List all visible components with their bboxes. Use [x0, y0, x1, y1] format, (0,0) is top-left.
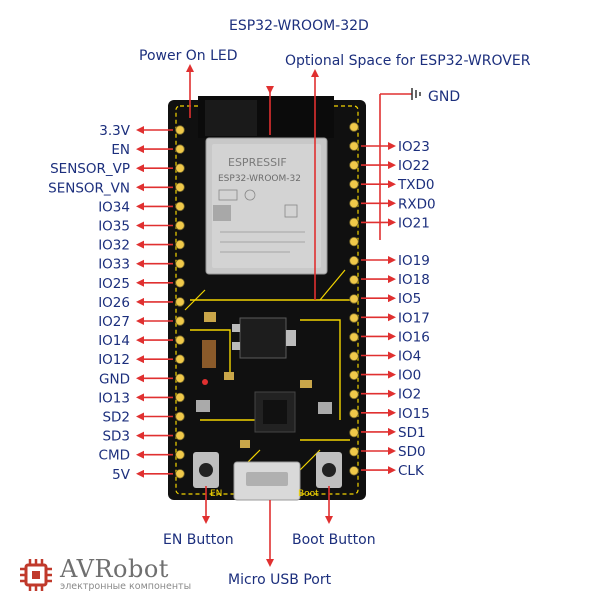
right-pin-header [349, 122, 359, 476]
micro-usb-callout: Micro USB Port [228, 572, 332, 588]
logo-name: AVRobot [60, 555, 169, 583]
left-pin-pad [175, 220, 185, 231]
right-pin-label: IO16 [398, 329, 430, 345]
right-pin-label: IO21 [398, 215, 430, 231]
boot-silk-label: Boot [298, 489, 319, 499]
right-pin-label: IO17 [398, 310, 430, 326]
left-pin-pad [175, 163, 185, 173]
en-button-callout: EN Button [163, 532, 234, 548]
left-pin-label: SENSOR_VP [50, 161, 130, 177]
left-pin-pad [175, 125, 185, 135]
avrobot-logo: AVRobot электронные компоненты [18, 555, 238, 595]
right-pin-pad [349, 256, 359, 266]
right-pin-label: IO2 [398, 387, 421, 403]
right-pin-pad [349, 122, 359, 132]
right-pin-label: IO0 [398, 368, 421, 384]
right-pin-pad [349, 332, 359, 342]
gnd-callout: GND [428, 89, 460, 105]
module-brand: ESPRESSIF [228, 156, 287, 169]
left-pin-label: IO13 [98, 390, 130, 406]
left-pin-pad [175, 259, 185, 269]
left-pin-pad [175, 144, 185, 154]
right-pin-pad [349, 313, 359, 323]
left-pin-label: CMD [99, 448, 130, 464]
right-pin-pad [349, 427, 359, 438]
left-pin-pad [175, 239, 185, 250]
right-pin-pad [349, 370, 359, 381]
left-pin-label: IO32 [98, 238, 130, 254]
right-pin-pad [349, 198, 359, 209]
right-pin-label: TXD0 [397, 177, 434, 193]
left-pin-pad [175, 335, 185, 345]
right-pin-label: IO5 [398, 291, 421, 307]
optional-space-callout: Optional Space for ESP32-WROVER [285, 53, 531, 69]
right-pin-pad [349, 389, 359, 400]
board-components: EN Boot [193, 312, 342, 501]
right-pin-pad [349, 466, 359, 476]
left-pin-label: IO34 [98, 199, 130, 215]
right-pin-label: IO15 [398, 406, 430, 422]
right-pin-pad [349, 160, 359, 170]
chip-logo-icon [20, 559, 52, 591]
left-pin-pad [175, 469, 185, 479]
left-pin-label: SENSOR_VN [48, 180, 130, 196]
callout-arrows [186, 64, 421, 567]
en-silk-label: EN [210, 489, 222, 499]
esp32-module: ESPRESSIF ESP32-WROOM-32 [198, 96, 334, 275]
left-pin-label: 5V [112, 467, 131, 483]
left-pin-label: IO25 [98, 276, 130, 292]
boot-button-callout: Boot Button [292, 532, 376, 548]
right-pin-label: RXD0 [398, 196, 436, 212]
left-pin-pad [175, 182, 185, 193]
left-pin-pad [175, 278, 185, 288]
left-pin-pad [175, 411, 185, 422]
left-pin-pad [175, 373, 185, 384]
right-pin-pad [349, 294, 359, 304]
right-pin-pad [349, 408, 359, 419]
module-callout: ESP32-WROOM-32D [229, 18, 369, 34]
left-pin-label: IO35 [98, 219, 130, 235]
right-pin-label: SD1 [398, 425, 426, 441]
left-pin-label: EN [111, 142, 130, 158]
right-pin-label: IO22 [398, 158, 430, 174]
left-pin-pad [175, 316, 185, 326]
right-pin-label: CLK [398, 463, 425, 479]
right-pin-label: IO18 [398, 272, 430, 288]
left-pin-pad [175, 201, 185, 212]
right-pin-pad [349, 217, 359, 228]
right-pin-pad [349, 141, 359, 151]
right-pin-pad [349, 179, 359, 190]
logo-subtitle: электронные компоненты [60, 581, 192, 592]
right-pin-pad [349, 351, 359, 361]
right-pin-pad [349, 275, 359, 285]
left-pin-pad [175, 354, 185, 364]
right-pin-label: IO4 [398, 349, 421, 365]
right-pin-label: SD0 [398, 444, 426, 460]
left-pin-pad [175, 450, 185, 460]
right-pin-pad [349, 447, 359, 457]
right-pin-labels: IO23IO22TXD0RXD0IO21IO19IO18IO5IO17IO16I… [361, 139, 436, 479]
left-pin-label: IO12 [98, 352, 130, 368]
left-pin-label: SD3 [102, 429, 130, 445]
left-pin-label: GND [99, 371, 130, 387]
left-pin-pad [175, 297, 185, 307]
left-pin-pad [175, 430, 185, 441]
left-pin-labels: 3.3V EN SENSOR_VP SENSOR_VN IO34IO35IO32IO33… [48, 123, 173, 483]
left-pin-label: IO26 [98, 295, 130, 311]
right-pin-pad [349, 236, 359, 247]
left-pin-label: SD2 [102, 410, 130, 426]
left-pin-label: IO14 [98, 333, 130, 349]
power-led-callout: Power On LED [139, 48, 238, 64]
left-pin-label: IO27 [98, 314, 130, 330]
right-pin-label: IO23 [398, 139, 430, 155]
left-pin-pad [175, 392, 185, 403]
right-pin-label: IO19 [398, 253, 430, 269]
module-model: ESP32-WROOM-32 [218, 174, 301, 184]
left-pin-label: 3.3V [99, 123, 130, 139]
left-pin-header [175, 125, 185, 479]
left-pin-label: IO33 [98, 257, 130, 273]
